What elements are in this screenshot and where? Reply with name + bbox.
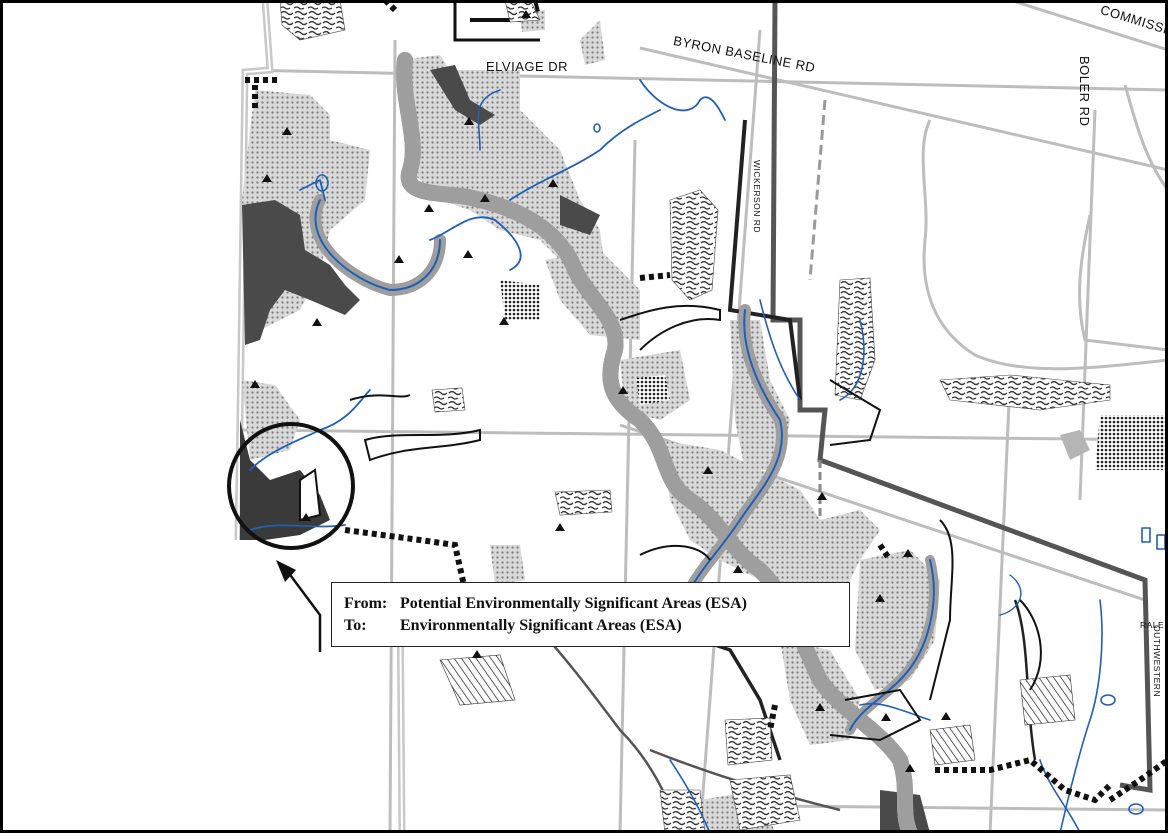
road-label-edge-right: OUTHWESTERN: [1152, 625, 1162, 698]
amendment-highlight: [227, 422, 355, 550]
callout-to-value: Environmentally Significant Areas (ESA): [400, 617, 682, 634]
amendment-callout: From: Potential Environmentally Signific…: [331, 582, 850, 647]
road-label-wickerson: WICKERSON RD: [752, 160, 762, 234]
road-label-rale: RALE: [1140, 620, 1165, 630]
callout-from-value: Potential Environmentally Significant Ar…: [400, 595, 747, 612]
callout-to-row: To: Environmentally Significant Areas (E…: [344, 615, 839, 637]
area-outlines: [299, 304, 1042, 742]
callout-from-row: From: Potential Environmentally Signific…: [344, 593, 839, 615]
road-label-boler: BOLER RD: [1077, 56, 1092, 127]
callout-from-label: From:: [344, 595, 388, 612]
road-label-elviage: ELVIAGE DR: [486, 59, 569, 74]
callout-leader: [276, 560, 322, 652]
fiber-dashes: [245, 0, 1168, 804]
callout-to-label: To:: [344, 617, 367, 634]
esa-site-markers: [250, 10, 951, 772]
woodland-features: [279, 0, 1111, 833]
